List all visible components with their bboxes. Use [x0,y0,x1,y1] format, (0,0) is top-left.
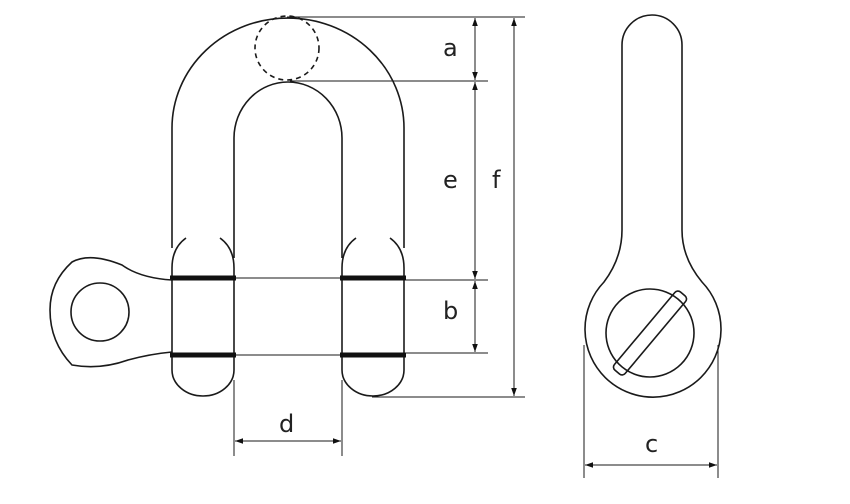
left-leg-curve [171,237,187,269]
shackle-right-leg-end [341,352,405,397]
side-view-shank [584,14,722,398]
label-a: a [443,34,458,62]
pin-slot [612,290,688,376]
shackle-side-view [584,14,722,398]
label-e: e [443,166,458,194]
pin-head-circle [605,288,695,378]
right-leg-curve-inner [389,237,405,269]
right-leg-curve [341,237,357,269]
label-d: d [279,410,294,438]
shackle-inner-bow [233,81,343,258]
label-c: c [645,430,658,458]
label-b: b [443,297,458,325]
pin-section-dashed-circle [254,15,320,81]
dimension-lines [235,18,717,468]
dimension-labels: a e b f d c [279,34,658,458]
left-leg-curve-inner [219,237,235,269]
label-f: f [492,166,501,194]
shackle-outer-bow [171,17,405,248]
pin-eye-hole [70,282,130,342]
pin-eye [49,256,173,368]
shackle-left-leg-end [171,352,235,397]
shackle-front-view [49,15,406,397]
extension-lines [233,16,719,478]
